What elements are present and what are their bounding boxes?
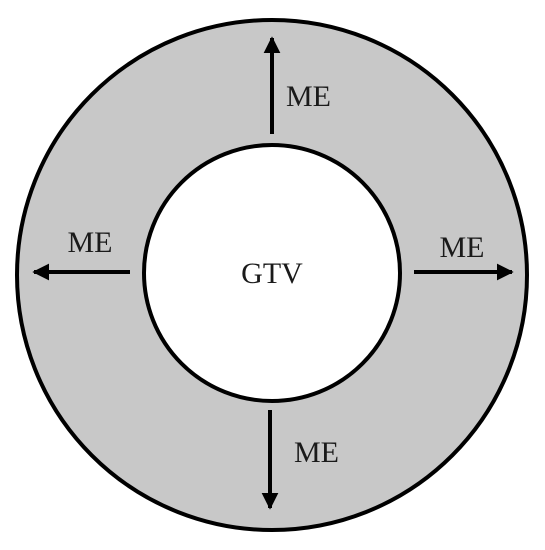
gtv-label: GTV [241, 257, 303, 290]
arrow-down-label: ME [294, 436, 339, 469]
gtv-circle [142, 143, 402, 403]
arrow-up-label: ME [286, 80, 331, 113]
arrow-right-label: ME [440, 231, 485, 264]
arrow-left-label: ME [68, 226, 113, 259]
